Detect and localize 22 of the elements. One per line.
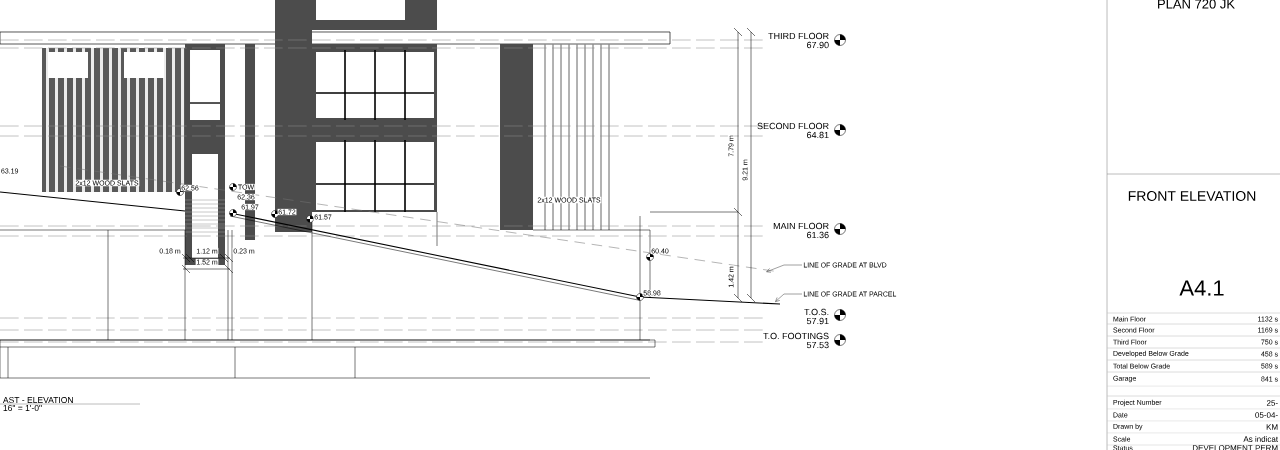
leader-line (766, 264, 803, 273)
schedule-value: KM (1266, 424, 1278, 430)
schedule-value: DEVELOPMENT PERM (1192, 445, 1278, 450)
schedule-value: As indicat (1243, 436, 1278, 442)
sheet-title: FRONT ELEVATION (1128, 191, 1256, 201)
schedule-value: 25- (1266, 400, 1278, 406)
level-name: SECOND FLOOR (757, 122, 829, 130)
level-name: T.O. FOOTINGS (763, 332, 829, 340)
level-elevation: 67.90 (807, 41, 829, 49)
leader-line (775, 293, 803, 302)
level-name: MAIN FLOOR (773, 222, 829, 230)
level-name: THIRD FLOOR (768, 32, 829, 40)
view-title: AST - ELEVATION (2, 397, 73, 403)
level-name: T.O.S. (804, 308, 829, 316)
sheet-title: PLAN 720 JK (1158, 0, 1235, 9)
level-elevation: 57.91 (806, 317, 829, 325)
schedule-value: 05-04- (1255, 412, 1278, 418)
sheet-number: A4.1 (1179, 280, 1224, 296)
level-elevation: 64.81 (807, 131, 829, 139)
level-elevation: 57.53 (806, 341, 829, 349)
level-elevation: 61.36 (807, 231, 829, 239)
scale-note: 16" = 1'-0" (3, 405, 42, 411)
